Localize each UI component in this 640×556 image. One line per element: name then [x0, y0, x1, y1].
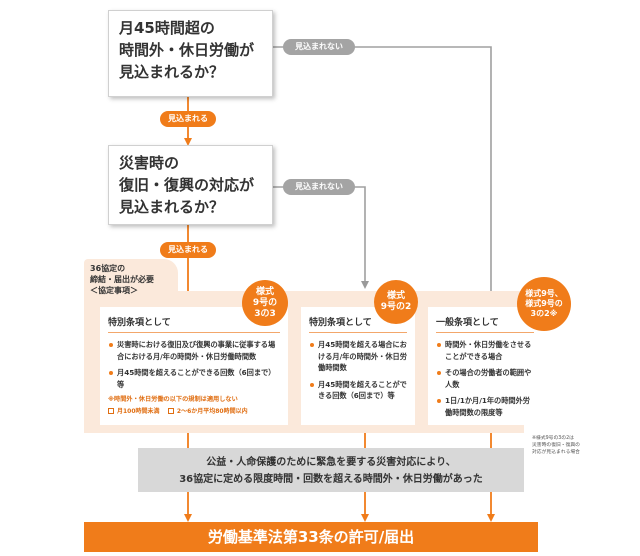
list-item: その場合の労働者の範囲や人数 — [436, 367, 534, 390]
exemption-note: ※時間外・休日労働の以下の規制は適用しない — [108, 396, 238, 403]
side-note: ※様式9号の3の2は 災害時の復旧・復興の 対応が見込まれる場合 — [532, 436, 580, 455]
panel-title: 一般条項として — [436, 315, 534, 333]
connector-q1-not-expected — [273, 46, 495, 306]
list-item: 月45時間を超えることができる回数（6回まで）等 — [309, 379, 407, 402]
final-result-banner: 労働基準法第33条の許可/届出 — [84, 522, 538, 552]
panel-general-special: 特別条項として 月45時間を超える場合における月/年の時間外・休日労働時間数 月… — [301, 307, 415, 425]
expected-label-q2: 見込まれる — [160, 242, 216, 258]
check-label: 2～6か月平均80時間以内 — [176, 408, 248, 415]
list-item: 1日/1か月/1年の時間外労働時間数の限度等 — [436, 395, 534, 418]
panel-disaster-special: 特別条項として 災害時における復旧及び復興の事業に従事する場合における月/年の時… — [100, 307, 288, 425]
agreement-tab-text: 36協定の 締結・届出が必要 ＜協定事項＞ — [90, 264, 154, 295]
list-item: 時間外・休日労働をさせることができる場合 — [436, 339, 534, 362]
checkbox-icon — [167, 408, 174, 414]
exemption-checks: 月100時間未満 2～6か月平均80時間以内 — [108, 406, 280, 415]
emergency-condition-banner: 公益・人命保護のために緊急を要する災害対応により、 36協定に定める限度時間・回… — [138, 448, 524, 492]
connector-q2-not-expected — [273, 186, 369, 289]
checkbox-icon — [108, 408, 114, 414]
question-box-overtime: 月45時間超の 時間外・休日労働が 見込まれるか？ — [108, 10, 273, 97]
list-item: 災害時における復旧及び復興の事業に従事する場合における月/年の時間外・休日労働時… — [108, 339, 280, 362]
panel-title: 特別条項として — [108, 315, 280, 333]
list-item: 月45時間を超えることができる回数（6回まで）等 — [108, 367, 280, 390]
check-label: 月100時間未満 — [117, 408, 160, 415]
panel-general-clause: 一般条項として 時間外・休日労働をさせることができる場合 その場合の労働者の範囲… — [428, 307, 542, 425]
form-badge-9-2: 様式 9号の2 — [374, 280, 418, 324]
not-expected-label-q1: 見込まれない — [283, 39, 355, 55]
question-box-disaster: 災害時の 復旧・復興の対応が 見込まれるか？ — [108, 145, 273, 225]
panel-title: 特別条項として — [309, 315, 407, 333]
list-item: 月45時間を超える場合における月/年の時間外・休日労働時間数 — [309, 339, 407, 374]
form-badge-9-3-3: 様式 9号の 3の3 — [242, 280, 288, 326]
form-badge-9-and-9-3-2: 様式9号、 様式9号の 3の2※ — [517, 277, 571, 331]
not-expected-label-q2: 見込まれない — [283, 179, 355, 195]
agreement-tab — [84, 259, 178, 295]
expected-label-q1: 見込まれる — [160, 111, 216, 127]
